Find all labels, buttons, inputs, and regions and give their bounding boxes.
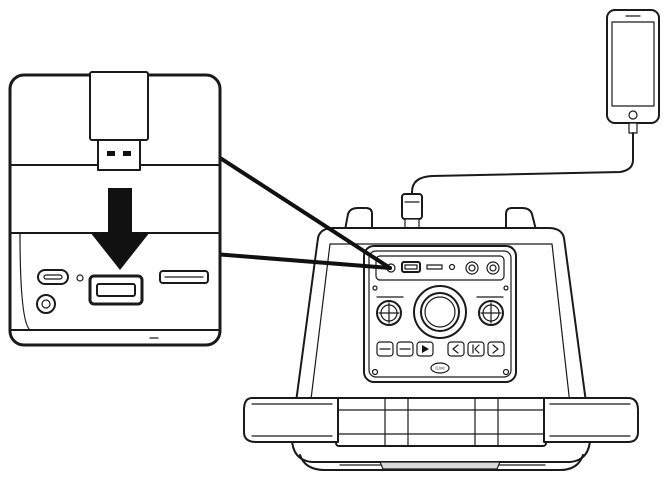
speaker-icon	[243, 207, 639, 471]
logo-text: iLive	[435, 366, 445, 371]
smartphone-icon	[606, 9, 660, 124]
callout-box	[8, 71, 222, 347]
down-arrow-icon	[90, 188, 150, 270]
callout-lines	[212, 152, 392, 270]
usb-flash-drive-icon	[89, 71, 149, 171]
logo-icon: iLive	[430, 362, 450, 374]
